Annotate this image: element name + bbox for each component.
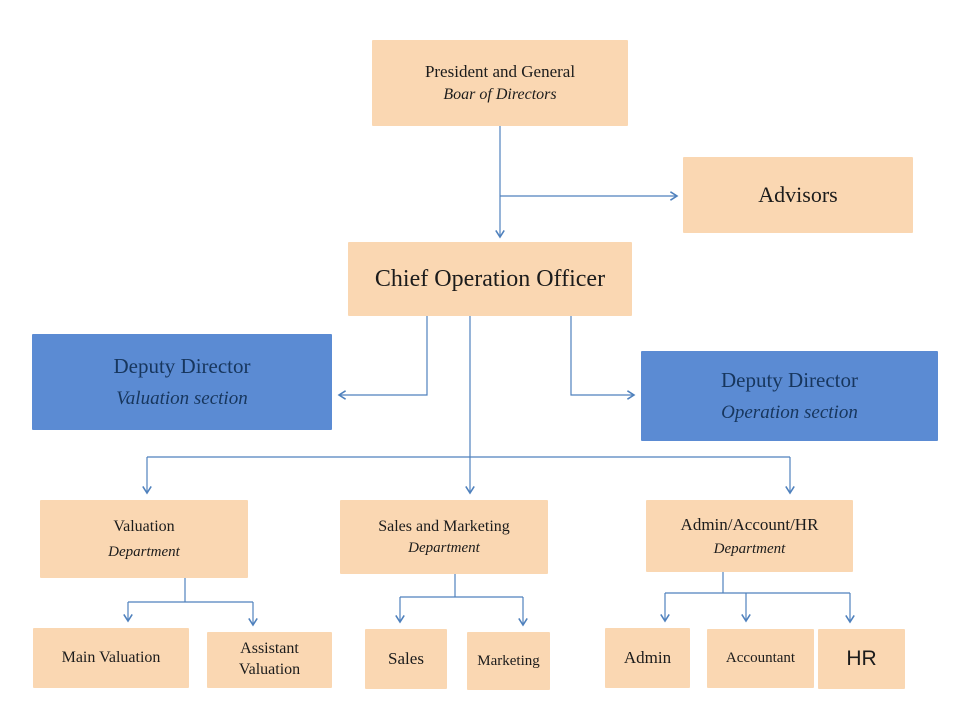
node-label: Chief Operation Officer — [374, 265, 606, 292]
node-chief-operation-officer: Chief Operation Officer — [348, 242, 632, 316]
node-sublabel: Valuation section — [116, 387, 248, 409]
node-label: Marketing — [477, 652, 540, 669]
node-label: Deputy Director — [113, 354, 251, 378]
node-label: Admin/Account/HR — [680, 515, 819, 534]
node-sublabel: Department — [108, 543, 180, 560]
node-president-board: President and General Boar of Directors — [372, 40, 628, 126]
node-sales: Sales — [365, 629, 447, 689]
node-advisors: Advisors — [683, 157, 913, 233]
node-label: Accountant — [725, 650, 796, 667]
node-label: Valuation — [113, 517, 175, 535]
node-label: Assistant Valuation — [238, 640, 301, 678]
node-sales-marketing-department: Sales and Marketing Department — [340, 500, 548, 574]
node-marketing: Marketing — [467, 632, 550, 690]
node-admin-account-hr-department: Admin/Account/HR Department — [646, 500, 853, 572]
node-label: President and General — [424, 61, 576, 81]
node-label: Sales — [388, 648, 424, 668]
node-label: Advisors — [758, 182, 838, 208]
node-valuation-department: Valuation Department — [40, 500, 248, 578]
node-assistant-valuation: Assistant Valuation — [207, 632, 332, 688]
node-deputy-director-valuation: Deputy Director Valuation section — [32, 334, 332, 430]
node-sublabel: Department — [408, 539, 480, 556]
node-accountant: Accountant — [707, 629, 814, 688]
node-deputy-director-operation: Deputy Director Operation section — [641, 351, 938, 441]
node-sublabel: Operation section — [721, 401, 858, 423]
node-label: HR — [846, 646, 877, 670]
node-label: Main Valuation — [61, 649, 161, 667]
node-label: Deputy Director — [720, 368, 859, 392]
node-label: Sales and Marketing — [378, 517, 510, 535]
node-admin: Admin — [605, 628, 690, 688]
node-label: Admin — [623, 647, 672, 667]
node-sublabel: Boar of Directors — [443, 85, 557, 103]
node-sublabel: Department — [713, 540, 786, 557]
node-main-valuation: Main Valuation — [33, 628, 189, 688]
node-hr: HR — [818, 629, 905, 689]
